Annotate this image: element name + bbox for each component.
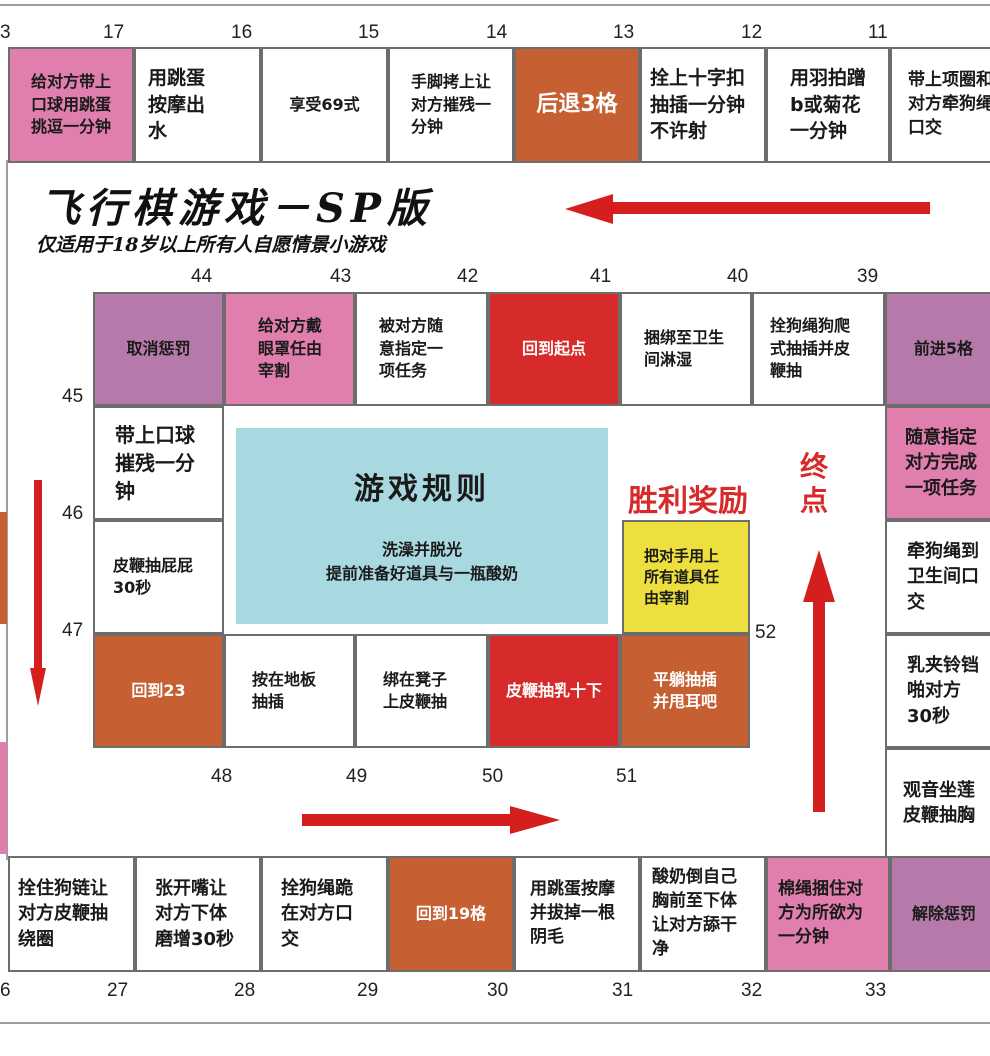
board-cell-14: 手脚拷上让 对方摧残一 分钟	[388, 47, 514, 163]
board-cell-13: 后退3格	[514, 47, 640, 163]
inner-number: 51	[616, 766, 638, 787]
board-cell-15: 享受69式	[261, 47, 388, 163]
board-cell-34: 观音坐莲 皮鞭抽胸	[885, 748, 990, 858]
board-cell-39: 拴狗绳狗爬 式抽插并皮 鞭抽	[752, 292, 885, 406]
inner-number: 49	[346, 766, 368, 787]
board-cell-38: 前进5格	[885, 292, 990, 406]
board-cell-26: 拴住狗链让 对方皮鞭抽 绕圈	[8, 856, 135, 972]
top-number: 13	[613, 22, 635, 43]
direction-arrow-down-left	[34, 480, 42, 670]
board-cell-48: 按在地板 抽插	[224, 634, 355, 748]
top-number: 3	[0, 22, 11, 43]
inner-number: 45	[62, 386, 84, 407]
board-cell-44: 取消惩罚	[93, 292, 224, 406]
board-cell-42: 被对方随 意指定一 项任务	[355, 292, 488, 406]
board-cell-27: 张开嘴让 对方下体 磨增30秒	[135, 856, 261, 972]
inner-number: 44	[191, 266, 213, 287]
board-cell-43: 给对方戴 眼罩任由 宰割	[224, 292, 355, 406]
board-top-edge	[0, 4, 990, 6]
board-cell-11: 用羽拍蹭 b或菊花 一分钟	[766, 47, 890, 163]
bottom-number: 29	[357, 980, 379, 1001]
arrowhead-left-top	[565, 194, 613, 224]
board-cell-46: 皮鞭抽屁屁 30秒	[93, 520, 224, 634]
board-cell-47: 回到23	[93, 634, 224, 748]
direction-arrow-up-right	[813, 600, 825, 812]
board-cell-16: 用跳蛋 按摩出 水	[134, 47, 261, 163]
top-number: 11	[868, 22, 888, 43]
top-number: 17	[103, 22, 125, 43]
board-cell-49: 绑在凳子 上皮鞭抽	[355, 634, 488, 748]
board-cell-36: 牵狗绳到 卫生间口 交	[885, 520, 990, 634]
bottom-number: 6	[0, 980, 11, 1001]
bottom-number: 30	[487, 980, 509, 1001]
bottom-number: 31	[612, 980, 634, 1001]
bottom-number: 27	[107, 980, 129, 1001]
left-edge-cell-orange	[0, 512, 7, 624]
board-cell-28: 拴狗绳跪 在对方口 交	[261, 856, 388, 972]
board-cell-17: 给对方带上 口球用跳蛋 挑逗一分钟	[8, 47, 134, 163]
board-cell-33: 解除惩罚	[890, 856, 990, 972]
bottom-number: 32	[741, 980, 763, 1001]
board-cell-35: 乳夹铃铛 啪对方 30秒	[885, 634, 990, 748]
top-number: 15	[358, 22, 380, 43]
bottom-number: 28	[234, 980, 256, 1001]
inner-number: 43	[330, 266, 352, 287]
inner-number: 40	[727, 266, 749, 287]
inner-number: 39	[857, 266, 879, 287]
board-cell-41: 回到起点	[488, 292, 620, 406]
direction-arrow-left-top	[610, 202, 930, 214]
page-title: 飞行棋游戏－SP版	[40, 185, 433, 232]
inner-number: 41	[590, 266, 612, 287]
arrowhead-right-bottom	[510, 806, 560, 834]
inner-number: 48	[211, 766, 233, 787]
inner-number: 42	[457, 266, 479, 287]
left-edge-cell-pink	[0, 742, 7, 854]
inner-number: 50	[482, 766, 504, 787]
board-cell-29: 回到19格	[388, 856, 514, 972]
arrowhead-up-right	[803, 550, 835, 602]
top-number: 12	[741, 22, 763, 43]
board-cell-31: 酸奶倒自己 胸前至下体 让对方舔干 净	[640, 856, 766, 972]
page-subtitle: 仅适用于18岁以上所有人自愿情景小游戏	[36, 234, 386, 256]
top-number: 14	[486, 22, 508, 43]
rules-panel	[236, 428, 608, 624]
rules-text: 洗澡并脱光 提前准备好道具与一瓶酸奶	[325, 540, 518, 583]
board-cell-32: 棉绳捆住对 方为所欲为 一分钟	[766, 856, 890, 972]
board-cell-50: 皮鞭抽乳十下	[488, 634, 620, 748]
inner-number: 46	[62, 503, 84, 524]
board-cell-45: 带上口球 摧残一分 钟	[93, 406, 224, 520]
board-cell-30: 用跳蛋按摩 并拔掉一根 阴毛	[514, 856, 640, 972]
rules-heading: 游戏规则	[354, 472, 490, 507]
bottom-number: 33	[865, 980, 887, 1001]
board-left-edge	[6, 160, 8, 860]
finish-label: 终 点	[800, 450, 829, 517]
board-cell-10: 带上项圈和 对方牵狗绳 口交	[890, 47, 990, 163]
arrowhead-down-left	[30, 668, 46, 706]
board-cell-37: 随意指定 对方完成 一项任务	[885, 406, 990, 520]
reward-cell: 把对手用上 所有道具任 由宰割	[622, 520, 750, 634]
board-cell-12: 拴上十字扣 抽插一分钟 不许射	[640, 47, 766, 163]
board-cell-40: 捆绑至卫生 间淋湿	[620, 292, 752, 406]
direction-arrow-right-bottom	[302, 814, 512, 826]
board-cell-51: 平躺抽插 并甩耳吧	[620, 634, 750, 748]
board-bottom-edge	[0, 1022, 990, 1024]
top-number: 16	[231, 22, 253, 43]
inner-number: 47	[62, 620, 84, 641]
reward-heading: 胜利奖励	[628, 484, 748, 519]
inner-number: 52	[755, 622, 777, 643]
